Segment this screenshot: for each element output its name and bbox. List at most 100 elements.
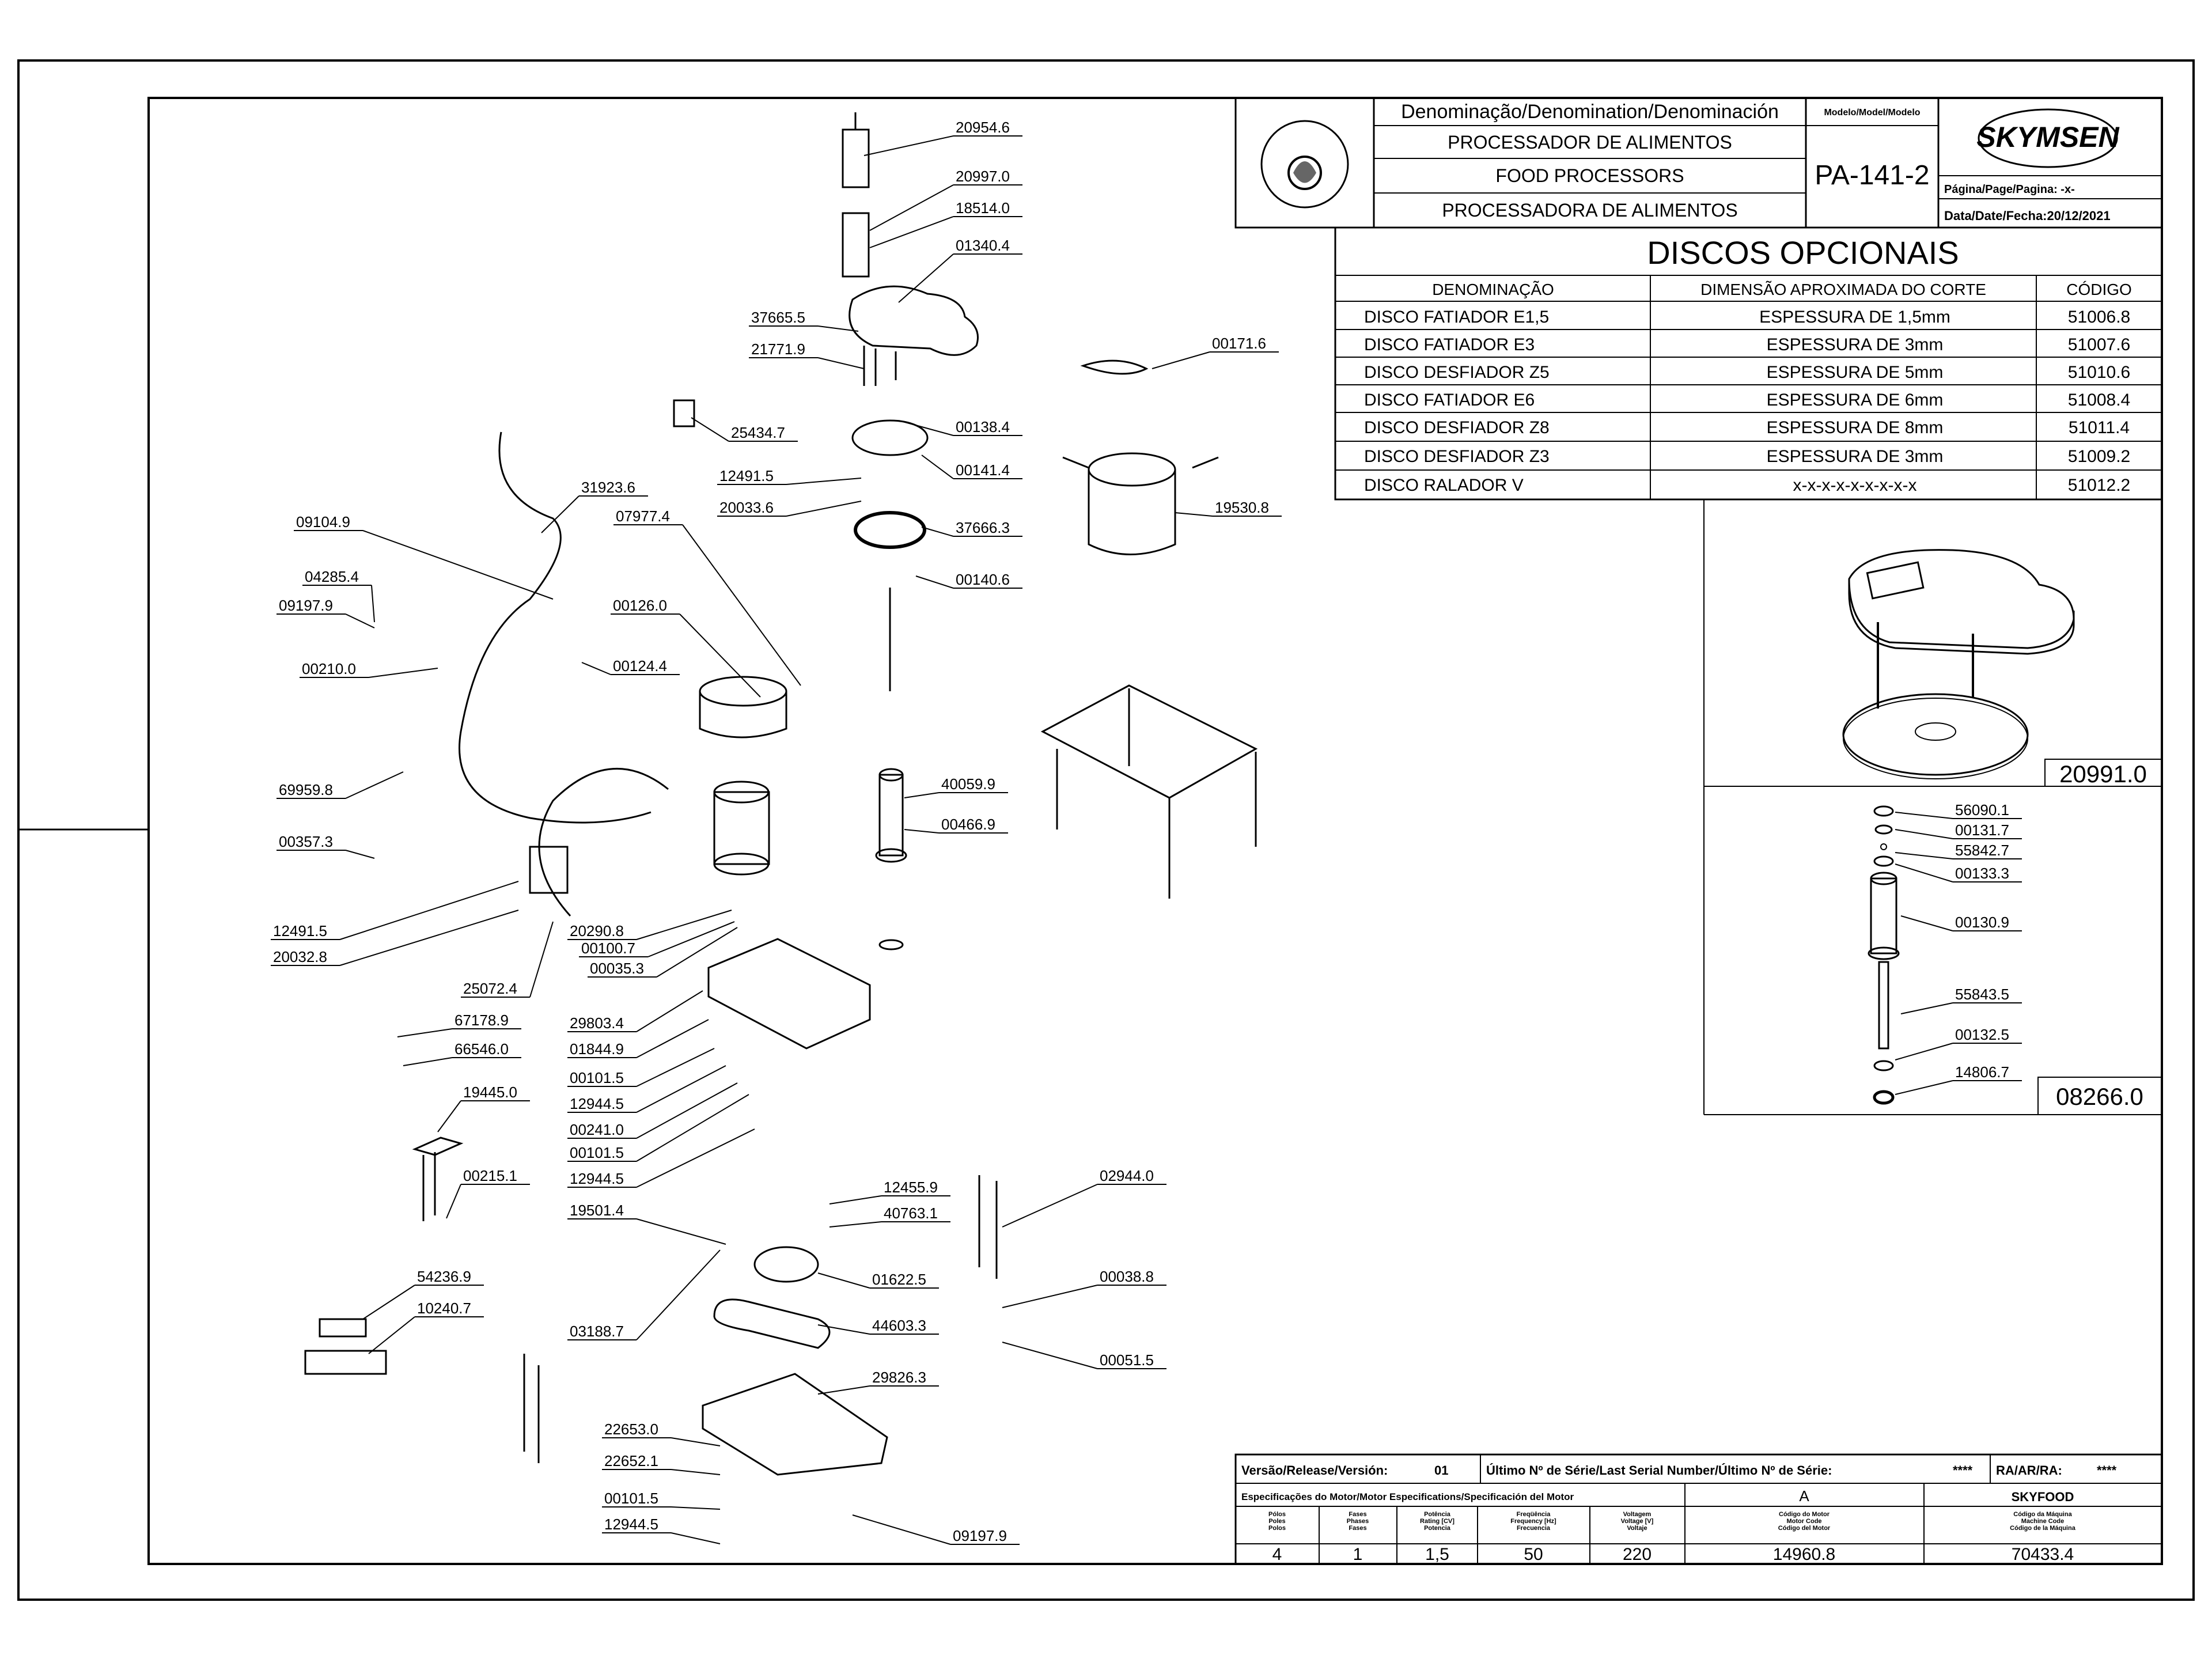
part-callout: 12491.5 <box>273 922 327 940</box>
date-label: Data/Date/Fecha:20/12/2021 <box>1944 209 2111 223</box>
part-callout: 44603.3 <box>872 1317 926 1334</box>
part-callout: 09197.9 <box>953 1527 1007 1544</box>
part-callout: 00130.9 <box>1955 914 2009 931</box>
part-callout: 01622.5 <box>872 1271 926 1288</box>
part-callout: 18514.0 <box>956 199 1010 217</box>
part-callout: 55843.5 <box>1955 986 2009 1003</box>
part-callout: 19445.0 <box>463 1084 517 1101</box>
part-callout: 03188.7 <box>570 1323 624 1340</box>
footer-block: Versão/Release/Versión: 01 Último Nº de … <box>1234 1453 2163 1565</box>
part-callout: 01340.4 <box>956 237 1010 254</box>
part-callout: 10240.7 <box>417 1300 471 1317</box>
part-callout: 20033.6 <box>719 499 774 516</box>
callouts: 20954.620997.018514.001340.437665.521771… <box>271 119 2022 1545</box>
exploded-assembly-art <box>304 112 1258 1476</box>
part-callout: 00038.8 <box>1100 1268 1154 1285</box>
table-cell: ESPESSURA DE 8mm <box>1767 418 1944 437</box>
table-cell: ESPESSURA DE 6mm <box>1767 391 1944 410</box>
part-callout: 09104.9 <box>296 513 350 531</box>
part-callout: 25072.4 <box>463 980 517 997</box>
name-es: PROCESSADORA DE ALIMENTOS <box>1442 200 1737 221</box>
part-callout: 29826.3 <box>872 1369 926 1386</box>
part-callout: 00131.7 <box>1955 821 2009 839</box>
table-cell: x-x-x-x-x-x-x-x-x <box>1793 476 1917 495</box>
part-callout: 12944.5 <box>604 1516 658 1533</box>
motor-letter: A <box>1799 1487 1809 1505</box>
part-callout: 00357.3 <box>279 833 333 850</box>
spec-motor-code: 14960.8 <box>1773 1545 1835 1564</box>
part-callout: 00124.4 <box>613 657 667 675</box>
table-cell: DISCO FATIADOR E6 <box>1364 391 1535 410</box>
part-callout: 40763.1 <box>884 1205 938 1222</box>
part-callout: 66546.0 <box>454 1040 509 1058</box>
optional-discs-table: DISCOS OPCIONAIS DENOMINAÇÃO DIMENSÃO AP… <box>1334 226 2163 501</box>
ra-label: RA/AR/RA: <box>1996 1463 2062 1478</box>
brand-logo: SKYMSEN <box>1976 121 2119 153</box>
part-callout: 00466.9 <box>941 816 995 833</box>
part-callout: 29803.4 <box>570 1014 624 1032</box>
table-cell: ESPESSURA DE 1,5mm <box>1759 308 1950 327</box>
serial-value: **** <box>1953 1463 1973 1478</box>
part-callout: 19530.8 <box>1215 499 1269 516</box>
part-callout: 01844.9 <box>570 1040 624 1058</box>
part-callout: 00133.3 <box>1955 865 2009 882</box>
part-callout: 00141.4 <box>956 461 1010 479</box>
part-callout: 02944.0 <box>1100 1167 1154 1184</box>
part-callout: 00215.1 <box>463 1167 517 1184</box>
part-callout: 22653.0 <box>604 1421 658 1438</box>
part-callout: 09197.9 <box>279 597 333 614</box>
part-callout: 00101.5 <box>570 1069 624 1086</box>
table-cell: DISCO FATIADOR E1,5 <box>1364 308 1549 327</box>
part-callout: 67178.9 <box>454 1012 509 1029</box>
part-callout: 69959.8 <box>279 781 333 798</box>
part-callout: 12491.5 <box>719 467 774 484</box>
table-cell: 51008.4 <box>2068 391 2130 410</box>
table-cell: 51010.6 <box>2068 363 2130 382</box>
authorized-service-stamp <box>1260 120 1349 209</box>
part-callout: 14806.7 <box>1955 1063 2009 1081</box>
part-callout: 00101.5 <box>570 1144 624 1161</box>
table-cell: DISCO DESFIADOR Z3 <box>1364 447 1550 466</box>
part-callout: 00132.5 <box>1955 1026 2009 1043</box>
part-callout: 00140.6 <box>956 571 1010 588</box>
name-pt: PROCESSADOR DE ALIMENTOS <box>1448 132 1732 153</box>
table-cell: ESPESSURA DE 3mm <box>1767 335 1944 354</box>
part-callout: 54236.9 <box>417 1268 471 1285</box>
table-cell: ESPESSURA DE 5mm <box>1767 363 1944 382</box>
table-cell: 51007.6 <box>2068 335 2130 354</box>
part-callout: 20290.8 <box>570 922 624 940</box>
table-cell: 51011.4 <box>2069 418 2130 437</box>
spec-frequency: 50 <box>1524 1545 1543 1564</box>
spec-voltage: 220 <box>1623 1545 1652 1564</box>
denomination-heading: Denominação/Denomination/Denominación <box>1401 101 1779 123</box>
part-callout: 00101.5 <box>604 1490 658 1507</box>
part-callout: 55842.7 <box>1955 842 2009 859</box>
part-callout: 00210.0 <box>302 660 356 677</box>
table-cell: 51006.8 <box>2068 308 2130 327</box>
inner-frame <box>147 97 2163 1565</box>
part-callout: 00035.3 <box>590 960 644 977</box>
motor-spec-label: Especificações do Motor/Motor Especifica… <box>1241 1491 1574 1502</box>
spec-phases: 1 <box>1353 1545 1363 1564</box>
spec-rating: 1,5 <box>1425 1545 1449 1564</box>
part-callout: 40059.9 <box>941 775 995 793</box>
part-callout: 37665.5 <box>751 309 805 326</box>
part-callout: 12944.5 <box>570 1095 624 1112</box>
part-callout: 00171.6 <box>1212 335 1266 352</box>
col-denomination: DENOMINAÇÃO <box>1432 281 1554 298</box>
optional-discs-title: DISCOS OPCIONAIS <box>1647 234 1959 271</box>
part-callout: 07977.4 <box>616 507 670 525</box>
model-number: PA-141-2 <box>1815 160 1929 191</box>
serial-label: Último Nº de Série/Last Serial Number/Úl… <box>1486 1463 1832 1478</box>
table-cell: 51012.2 <box>2068 476 2130 495</box>
table-cell: DISCO DESFIADOR Z8 <box>1364 418 1550 437</box>
part-callout: 00100.7 <box>581 940 635 957</box>
col-dimension: DIMENSÃO APROXIMADA DO CORTE <box>1700 281 1986 298</box>
part-callout: 37666.3 <box>956 519 1010 536</box>
